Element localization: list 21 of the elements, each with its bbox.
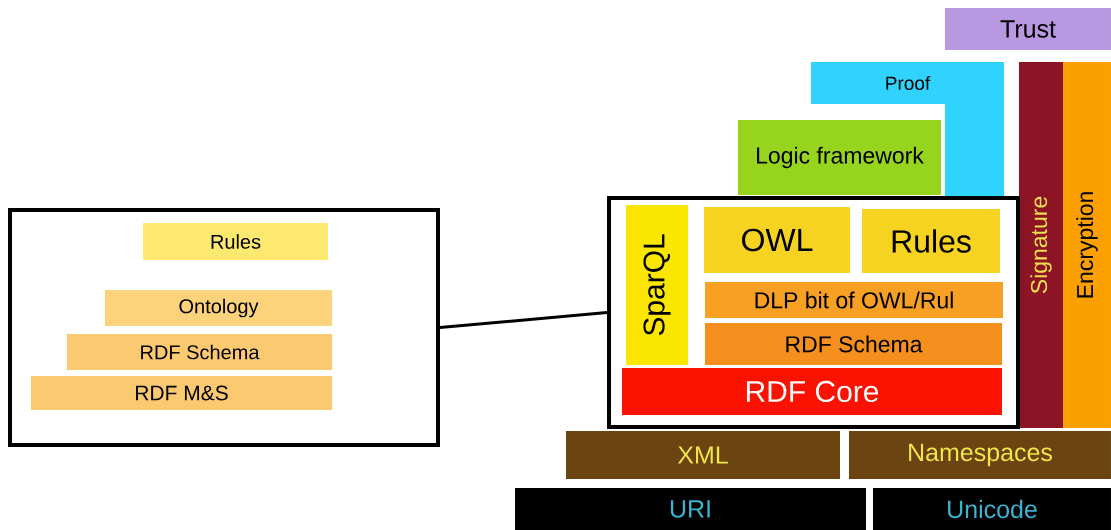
layer-box: RDF M&S (31, 376, 332, 410)
layer-bar: SparQL (626, 205, 688, 365)
group-frame (8, 208, 440, 447)
layer-box: XML (566, 431, 840, 479)
group-frame (607, 196, 1020, 429)
layer-bar: Encryption (1063, 62, 1111, 428)
layer-box: URI (515, 488, 866, 530)
layer-box: Rules (862, 209, 1000, 273)
layer-box: Logic framework (738, 120, 941, 195)
layer-box: Unicode (873, 488, 1111, 530)
layer-box: Namespaces (849, 431, 1111, 479)
layer-box: Trust (945, 8, 1111, 50)
layer-box: RDF Core (622, 368, 1002, 415)
layer-box: Ontology (105, 290, 332, 326)
layer-bar: Signature (1019, 62, 1063, 428)
layer-box: RDF Schema (705, 323, 1002, 365)
connector-line (439, 311, 608, 329)
layer-box: DLP bit of OWL/Rul (705, 282, 1003, 318)
layer-box: RDF Schema (67, 334, 332, 370)
layer-box: Rules (143, 223, 328, 260)
layer-box: OWL (704, 207, 850, 273)
